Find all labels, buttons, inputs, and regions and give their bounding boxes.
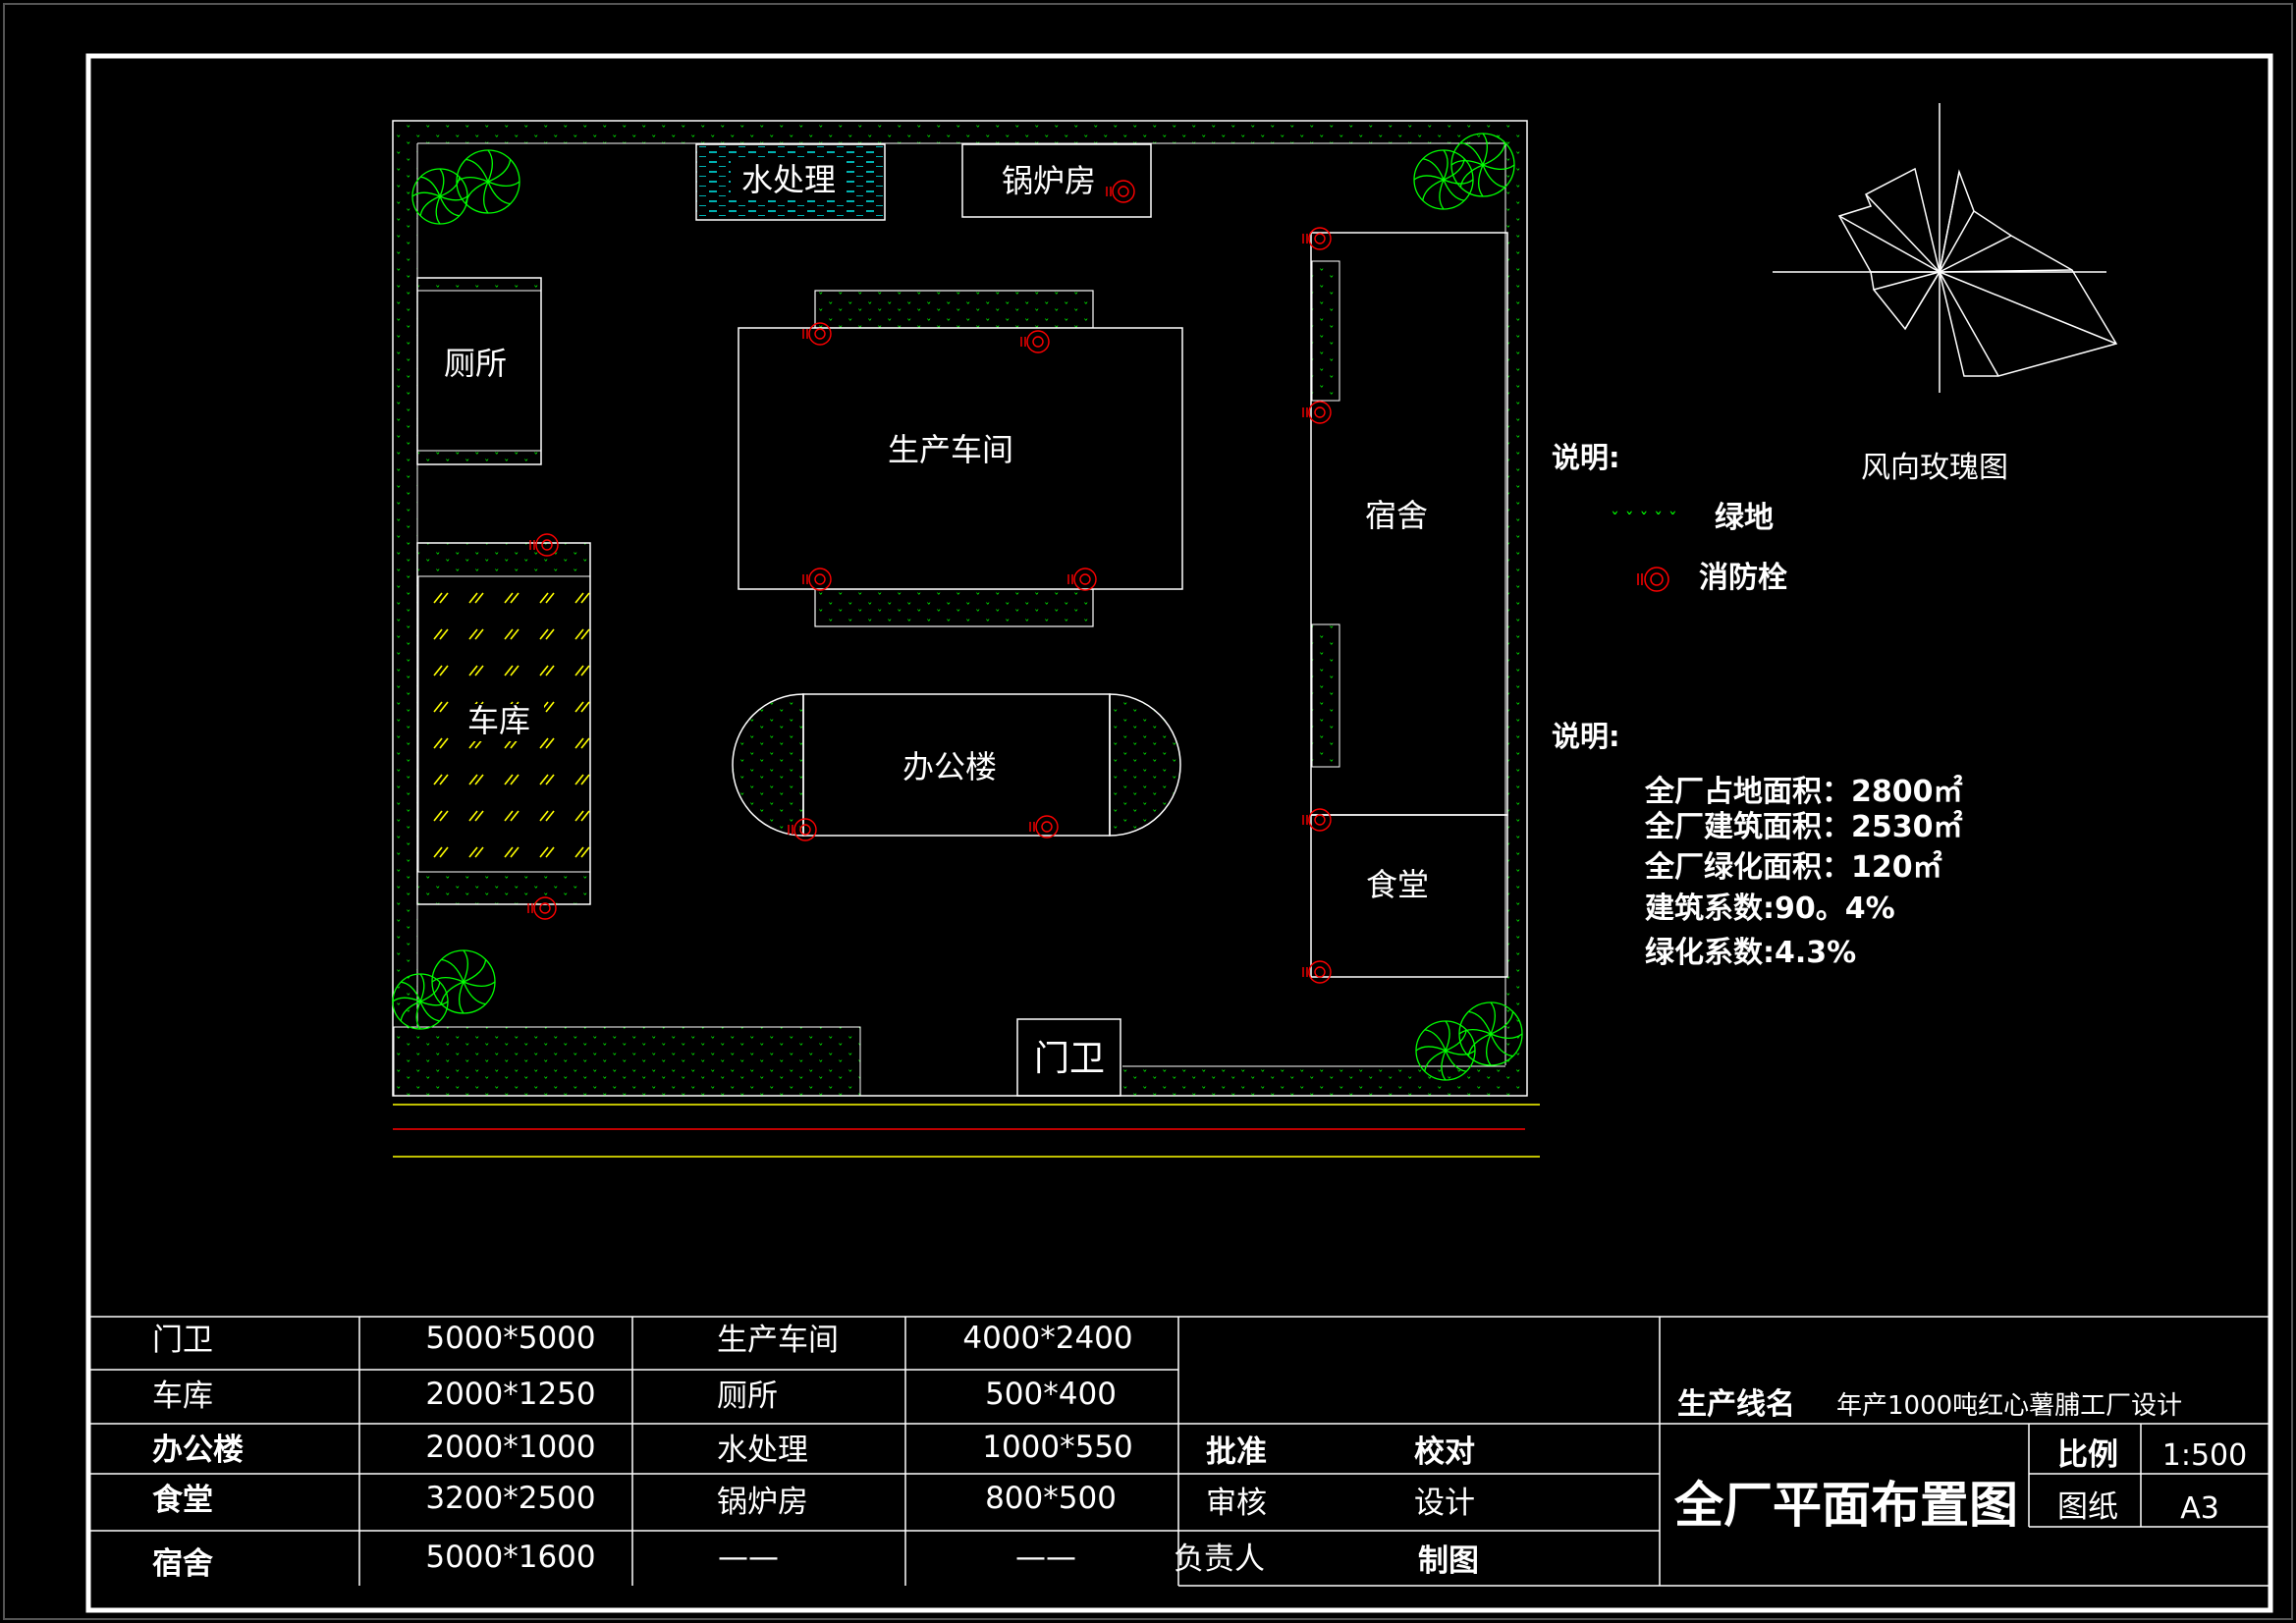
table-cell: 5000*1600 xyxy=(425,1540,595,1575)
drawing-title: 全厂平面布置图 xyxy=(1673,1477,2018,1534)
boiler-room-label: 锅炉房 xyxy=(1002,162,1096,199)
check-label: 校对 xyxy=(1414,1434,1475,1470)
design-label: 设计 xyxy=(1414,1486,1475,1521)
tree-icon xyxy=(1458,1001,1523,1066)
workshop-label: 生产车间 xyxy=(888,431,1013,468)
table-cell: 车库 xyxy=(152,1379,213,1414)
note-line-3: 全厂绿化面积：120㎡ xyxy=(1644,850,1942,885)
fire-hydrant-icon xyxy=(1029,815,1059,839)
wind-rose-label: 风向玫瑰图 xyxy=(1861,451,2008,485)
table-cell: 门卫 xyxy=(152,1323,213,1358)
dorm-green-2 xyxy=(1311,623,1340,768)
tree-icon xyxy=(431,949,496,1014)
table-cell: 厕所 xyxy=(717,1379,778,1414)
hydrant-legend-label: 消防栓 xyxy=(1699,561,1787,595)
table-cell: —— xyxy=(718,1540,779,1575)
draw-label: 制图 xyxy=(1418,1543,1479,1579)
dormitory-label: 宿舍 xyxy=(1365,497,1428,534)
hydrant-legend-symbol xyxy=(1637,567,1669,592)
table-cell: 1000*550 xyxy=(982,1430,1133,1465)
fire-hydrant-icon xyxy=(802,322,832,346)
tree-icon xyxy=(1413,149,1474,210)
workshop-green-top xyxy=(814,290,1094,329)
drawing-frame xyxy=(85,53,2273,1613)
line-name-label: 生产线名 xyxy=(1677,1387,1795,1422)
production-workshop xyxy=(738,327,1183,590)
toilet-label: 厕所 xyxy=(444,345,507,382)
table-cell: 500*400 xyxy=(985,1377,1117,1412)
office-green-right xyxy=(1109,693,1181,837)
table-cell: —— xyxy=(1015,1540,1076,1575)
fire-hydrant-icon xyxy=(1302,960,1332,984)
green-belt-bottom-left xyxy=(393,1026,861,1097)
workshop-green-bottom xyxy=(814,588,1094,627)
gate-label: 门卫 xyxy=(1034,1039,1105,1079)
table-cell: 锅炉房 xyxy=(717,1485,808,1520)
gate-house xyxy=(1016,1018,1121,1097)
tree-icon xyxy=(392,973,449,1030)
fire-hydrant-icon xyxy=(529,533,559,557)
title-block xyxy=(88,1316,2270,1587)
canteen xyxy=(1310,814,1508,978)
table-cell: 800*500 xyxy=(985,1481,1117,1516)
line-name-value: 年产1000吨红心薯脯工厂设计 xyxy=(1836,1391,2182,1421)
tree-icon xyxy=(411,168,468,225)
green-legend-label: 绿地 xyxy=(1715,501,1774,535)
table-cell: 办公楼 xyxy=(152,1433,244,1468)
canteen-label: 食堂 xyxy=(1366,866,1429,903)
fire-hydrant-icon xyxy=(1106,180,1135,203)
notes-title: 说明: xyxy=(1552,720,1620,753)
tree-icon xyxy=(1450,133,1515,197)
table-cell: 5000*5000 xyxy=(425,1321,595,1356)
paper-label: 图纸 xyxy=(2057,1489,2118,1525)
review-label: 审核 xyxy=(1206,1486,1267,1521)
garage-green-bottom xyxy=(418,872,590,904)
fire-hydrant-icon xyxy=(1067,568,1097,591)
table-cell: 生产车间 xyxy=(717,1323,839,1358)
legend-title: 说明: xyxy=(1552,441,1620,474)
paper-value: A3 xyxy=(2180,1491,2219,1526)
fire-hydrant-icon xyxy=(1020,330,1050,353)
table-cell: 食堂 xyxy=(152,1483,213,1518)
green-belt-bottom-right xyxy=(1122,1066,1526,1096)
green-belt-right xyxy=(1505,143,1526,1071)
note-line-1: 全厂占地面积：2800㎡ xyxy=(1644,775,1963,809)
fire-hydrant-icon xyxy=(1302,808,1332,832)
tree-icon xyxy=(456,149,520,214)
site-boundary xyxy=(392,120,1528,1097)
toilet-building xyxy=(416,277,542,465)
office-green-left xyxy=(732,693,804,837)
fire-hydrant-icon xyxy=(527,896,557,920)
table-cell: 水处理 xyxy=(717,1433,808,1468)
wind-rose xyxy=(1773,103,2118,393)
water-treatment-label: 水处理 xyxy=(741,161,836,198)
green-belt-top xyxy=(394,122,1525,143)
table-cell: 4000*2400 xyxy=(962,1321,1132,1356)
note-line-4: 建筑系数:90。4% xyxy=(1645,892,1895,926)
approve-label: 批准 xyxy=(1206,1434,1267,1470)
fire-hydrant-icon xyxy=(788,818,817,841)
fire-hydrant-icon xyxy=(1302,401,1332,424)
garage-label: 车库 xyxy=(467,702,530,739)
fire-hydrant-icon xyxy=(1302,227,1332,250)
boiler-room xyxy=(961,143,1152,218)
dorm-green-1 xyxy=(1311,260,1340,402)
table-cell: 2000*1250 xyxy=(425,1377,595,1412)
office-building xyxy=(802,693,1111,837)
table-cell: 2000*1000 xyxy=(425,1430,595,1465)
scale-label: 比例 xyxy=(2057,1437,2118,1473)
note-line-2: 全厂建筑面积：2530㎡ xyxy=(1644,810,1963,844)
garage-green-top xyxy=(418,543,590,576)
green-legend-symbol: ˇ ˇ ˇ ˇ ˇ xyxy=(1611,510,1677,530)
note-line-5: 绿化系数:4.3% xyxy=(1645,936,1856,970)
green-belt-left xyxy=(394,143,417,1017)
scale-value: 1:500 xyxy=(2162,1438,2247,1473)
table-cell: 宿舍 xyxy=(152,1546,213,1582)
table-cell: 3200*2500 xyxy=(425,1481,595,1516)
owner-label: 负责人 xyxy=(1174,1542,1265,1577)
outer-border xyxy=(3,3,2293,1620)
fire-hydrant-icon xyxy=(802,568,832,591)
office-label: 办公楼 xyxy=(902,748,997,785)
